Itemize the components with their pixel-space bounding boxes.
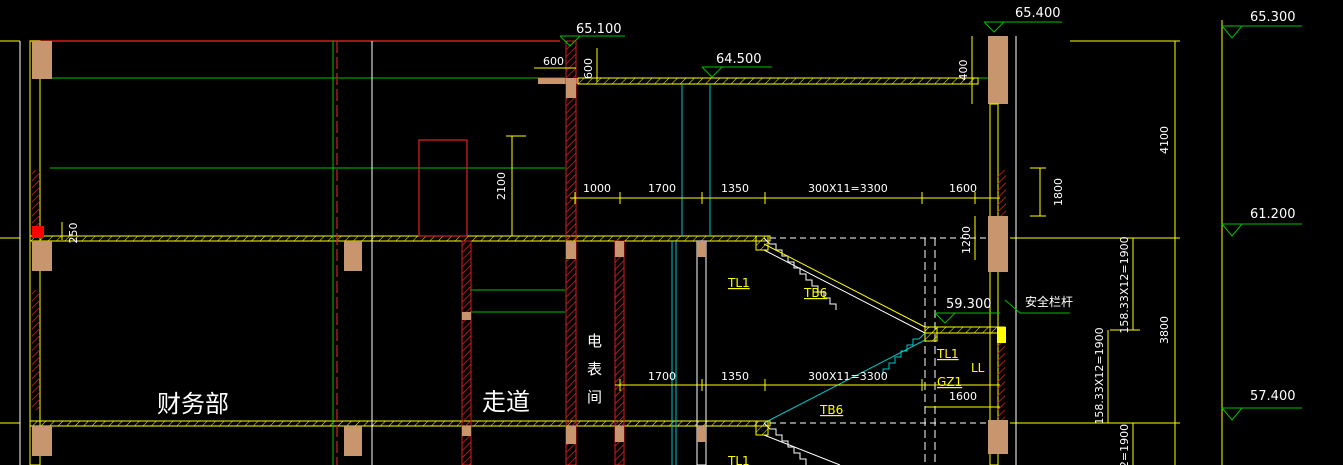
elev-57400: 57.400: [1250, 389, 1296, 404]
dim-1700-bot: 1700: [648, 370, 676, 383]
dim-riser-b: 158.33X12=1900: [1093, 327, 1106, 424]
elev-64500: 64.500: [716, 52, 762, 67]
dim-1800: 1800: [1052, 178, 1065, 206]
dimension-lines: [61, 20, 1223, 465]
label-tl1-b: TL1: [936, 347, 959, 361]
room-meter-1: 电: [587, 332, 602, 350]
dim-riser-c: 2=1900: [1118, 424, 1131, 465]
room-finance: 财务部: [157, 390, 229, 418]
room-corridor: 走道: [482, 388, 530, 416]
stair-flights: [755, 235, 938, 465]
room-labels: 财务部 走道 电 表 间: [157, 332, 602, 418]
dimension-texts: 600 600 400 4100 2100 1000 1700 1350 300…: [67, 55, 1171, 465]
label-tb6-a: TB6: [803, 286, 827, 300]
dim-600-h: 600: [543, 55, 564, 68]
elev-65400: 65.400: [1015, 6, 1061, 21]
label-tb6-b: TB6: [819, 403, 843, 417]
dim-1200: 1200: [960, 226, 973, 254]
label-tl1-c: TL1: [727, 454, 750, 465]
dim-4100: 4100: [1158, 126, 1171, 154]
dim-1600-bot: 1600: [949, 390, 977, 403]
dim-1350-top: 1350: [721, 182, 749, 195]
label-ll: LL: [971, 361, 985, 375]
dim-1350-bot: 1350: [721, 370, 749, 383]
elev-61200: 61.200: [1250, 207, 1296, 222]
elev-65100: 65.100: [576, 22, 622, 37]
room-meter-3: 间: [587, 388, 602, 406]
dim-riser-a: 158.33X12=1900: [1118, 236, 1131, 333]
elev-59300: 59.300: [946, 297, 992, 312]
elev-65300: 65.300: [1250, 10, 1296, 25]
elevation-texts: 65.100 65.400 65.300 64.500 61.200 59.30…: [576, 6, 1296, 404]
label-railing: 安全栏杆: [1025, 294, 1073, 309]
dim-600-v: 600: [582, 58, 595, 79]
dim-3300-bot: 300X11=3300: [808, 370, 888, 383]
walls: [19, 36, 1017, 465]
label-tl1-a: TL1: [727, 276, 750, 290]
dim-2100: 2100: [495, 172, 508, 200]
dim-1600-top: 1600: [949, 182, 977, 195]
room-meter-2: 表: [587, 360, 602, 378]
dim-400: 400: [957, 60, 970, 81]
stair-labels: TL1 TB6 TL1 GZ1 LL TB6 TL1 安全栏杆: [727, 276, 1073, 465]
dim-1700-top: 1700: [648, 182, 676, 195]
dim-3300-top: 300X11=3300: [808, 182, 888, 195]
dim-250: 250: [67, 223, 80, 244]
elevation-markers: [559, 21, 1302, 421]
dim-3800: 3800: [1158, 316, 1171, 344]
label-gz1: GZ1: [937, 375, 962, 389]
dim-1000: 1000: [583, 182, 611, 195]
